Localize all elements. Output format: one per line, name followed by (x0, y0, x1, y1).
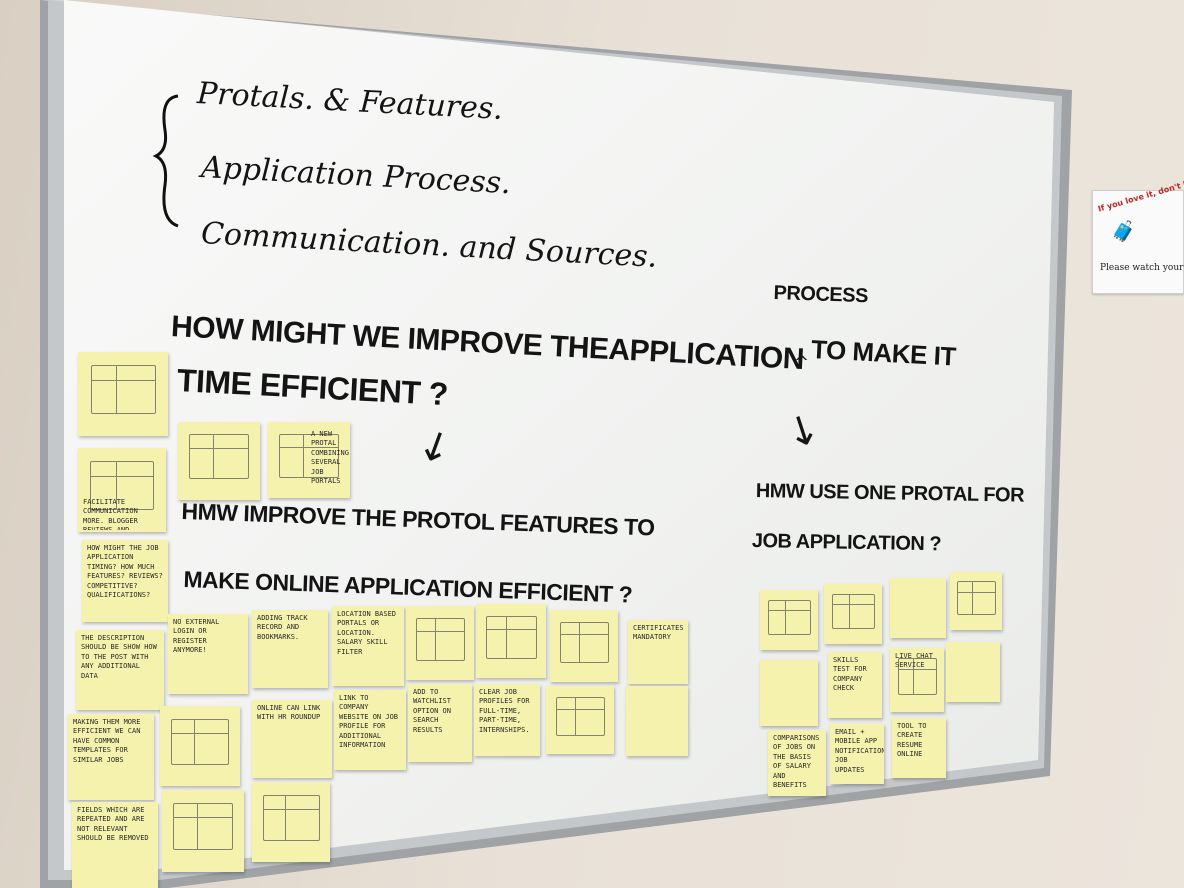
sticky-note (760, 590, 818, 650)
sticky-note (160, 706, 240, 786)
sticky-note (162, 790, 244, 872)
sticky-note (626, 686, 688, 756)
sticky-note (252, 782, 330, 862)
sticky-note: LIVE CHAT SERVICE (890, 648, 944, 712)
sign-bottom-text: Please watch your stuff (1100, 263, 1184, 273)
sticky-note (760, 660, 818, 726)
sticky-note (406, 606, 474, 680)
sticky-note: MAKING THEM MORE EFFICIENT WE CAN HAVE C… (68, 714, 154, 800)
sticky-note: ONLINE CAN LINK WITH HR ROUNDUP (252, 700, 332, 778)
luggage-icon: 🧳 (1111, 219, 1136, 243)
wall-sign: If you love it, don't leave it! 🧳 Please… (1092, 170, 1184, 294)
sticky-note (890, 578, 946, 638)
sticky-note: SKILLS TEST FOR COMPANY CHECK (828, 652, 882, 718)
sticky-note-caption: FACILITATE COMMUNICATION MORE. BLOGGER R… (83, 498, 138, 530)
sticky-note-caption: A NEW PROTAL COMBINING SEVERAL JOB PORTA… (311, 430, 349, 486)
sticky-note (824, 584, 882, 644)
sticky-note (546, 686, 614, 754)
sticky-note: LINK TO COMPANY WEBSITE ON JOB PROFILE F… (334, 690, 406, 770)
sticky-note: ADDING TRACK RECORD AND BOOKMARKS. (252, 610, 328, 688)
sticky-note: FIELDS WHICH ARE REPEATED AND ARE NOT RE… (72, 802, 158, 888)
sticky-note (950, 572, 1002, 630)
insert-word-process: PROCESS (773, 282, 869, 308)
sticky-note: LOCATION BASED PORTALS OR LOCATION. SALA… (332, 606, 404, 686)
sticky-note (946, 642, 1000, 702)
sticky-note (268, 422, 350, 498)
sticky-note (178, 422, 260, 500)
sticky-note (476, 604, 546, 678)
sticky-note (550, 610, 618, 682)
hmw-right-line1: HMW USE ONE PROTAL FOR (755, 480, 1025, 507)
hmw-right-line2: JOB APPLICATION ? (751, 530, 942, 556)
sticky-note (78, 448, 166, 532)
sticky-note: COMPARISONS OF JOBS ON THE BASIS OF SALA… (768, 730, 826, 796)
sticky-note: THE DESCRIPTION SHOULD BE SHOW HOW TO TH… (76, 630, 164, 710)
sticky-note: CERTIFICATES MANDATORY (628, 620, 688, 684)
sticky-note: EMAIL + MOBILE APP NOTIFICATIONS, JOB UP… (830, 724, 884, 784)
sticky-note: HOW MIGHT THE JOB APPLICATION TIMING? HO… (82, 540, 168, 622)
sticky-note: NO EXTERNAL LOGIN OR REGISTER ANYMORE! (168, 614, 248, 694)
sticky-note (78, 352, 168, 436)
sticky-note: TOOL TO CREATE RESUME ONLINE (892, 718, 946, 778)
sticky-note: CLEAR JOB PROFILES FOR FULL-TIME, PART-T… (474, 684, 540, 756)
sticky-note: ADD TO WATCHLIST OPTION ON SEARCH RESULT… (408, 684, 472, 762)
caret-insert-mark: ^ (794, 352, 810, 373)
